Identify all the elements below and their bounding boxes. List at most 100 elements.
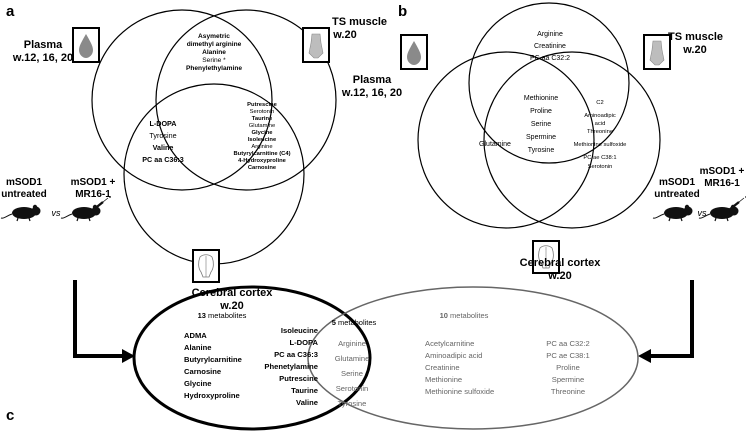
- panel-a: a Plasma w.12, 16, 20 TS muscle w.20 Cer…: [0, 3, 387, 312]
- panel-b-center-item: Spermine: [526, 134, 556, 141]
- panel-b-center-item: Serine: [531, 121, 551, 128]
- panel-c-left-item: Hydroxyproline: [184, 391, 240, 400]
- panel-b-letter: b: [398, 3, 407, 20]
- panel-c-left-col2: Isoleucine L-DOPA PC aa C36:3 Phenetylam…: [264, 326, 318, 407]
- panel-c-left-item: Taurine: [291, 386, 318, 395]
- panel-c-left-item: Glycine: [184, 379, 211, 388]
- panel-b-center-item: Methionine: [524, 95, 558, 102]
- panel-b-plasma-circle: [417, 51, 595, 229]
- panel-c-right-item: Acetylcarnitine: [425, 339, 474, 348]
- panel-c-right-item: Methionine: [425, 375, 462, 384]
- panel-b-untreated-label-sub: untreated: [654, 189, 700, 200]
- panel-c-left-item: Phenetylamine: [264, 362, 318, 371]
- panel-c-letter: c: [6, 407, 14, 424]
- panel-b-top-item: PC aa C32:2: [530, 55, 570, 62]
- panel-b-top-item: Arginine: [537, 31, 563, 38]
- panel-c: c 13 metabolites ADMA Alanine Butyrylcar…: [6, 285, 639, 431]
- panel-a-center-item: Isoleucine: [248, 137, 277, 143]
- panel-c-right-item: Methionine sulfoxide: [425, 387, 494, 396]
- panel-a-plasma-ts-item: Phenylethylamine: [186, 65, 242, 72]
- panel-b-muscle-icon: [643, 34, 671, 70]
- panel-a-treated-label-sub: MR16-1: [75, 189, 111, 200]
- panel-a-brain-icon: [192, 249, 220, 283]
- panel-c-left-item: ADMA: [184, 331, 207, 340]
- panel-c-left-item: Putrescine: [279, 374, 318, 383]
- panel-c-right-col2: PC aa C32:2 PC ae C38:1 Proline Spermine…: [546, 339, 589, 396]
- panel-a-ts-label: TS muscle: [332, 16, 387, 28]
- panel-b-right-item: Serotonin: [588, 164, 613, 170]
- panel-a-plasma-cortex-item: Valine: [153, 143, 174, 152]
- panel-a-ts-label-sub: w.20: [332, 29, 356, 41]
- panel-a-plasma-circle: [91, 9, 273, 191]
- panel-b-right-item: Methionine sulfoxide: [574, 142, 627, 148]
- panel-b-ts-label: TS muscle: [668, 31, 723, 43]
- panel-b-right-item: C2: [596, 100, 603, 106]
- panel-c-left-item: Alanine: [184, 343, 211, 352]
- panel-b-top-item: Creatinine: [534, 43, 566, 50]
- panel-b-right-item: PC ae C38:1: [583, 155, 616, 161]
- panel-a-center-item: 4-Hydroxyproline: [238, 158, 286, 164]
- panel-c-right-item: Creatinine: [425, 363, 460, 372]
- panel-a-plasma-ts-item: Asymetric: [198, 33, 230, 40]
- panel-a-center-item: Glutamine: [249, 123, 275, 129]
- panel-a-vs: vs: [52, 208, 62, 218]
- panel-c-left-item: Carnosine: [184, 367, 221, 376]
- panel-b-center-list: Methionine Proline Serine Spermine Tyros…: [524, 95, 558, 154]
- panel-a-untreated-label: mSOD1: [6, 177, 43, 188]
- panel-a-center-list: Putrescine Serotonin Taurine Glutamine G…: [233, 102, 290, 171]
- panel-c-right-item: PC aa C32:2: [546, 339, 589, 348]
- panel-b-cortex-label-sub: w.20: [547, 270, 571, 282]
- panel-c-left-count: 13 metabolites: [198, 311, 247, 320]
- panel-c-left-item: Valine: [296, 398, 318, 407]
- panel-c-right-item: Spermine: [552, 375, 585, 384]
- panel-a-untreated-label-sub: untreated: [1, 189, 47, 200]
- panel-a-center-item: Arginine: [251, 144, 272, 150]
- panel-c-right-ellipse: [307, 286, 639, 430]
- panel-a-letter: a: [6, 3, 15, 20]
- panel-b-plasma-label: Plasma: [353, 74, 392, 86]
- panel-b-treated-label-sub: MR16-1: [704, 178, 740, 189]
- panel-a-treated-label: mSOD1 +: [71, 177, 116, 188]
- panel-a-ts-circle: [155, 9, 337, 191]
- panel-a-plasma-cortex-item: PC aa C36:3: [142, 155, 184, 164]
- panel-b-top-list: Arginine Creatinine PC aa C32:2: [530, 31, 570, 62]
- panel-a-plasma-ts-item: Serine *: [202, 57, 226, 64]
- panel-b-untreated-label: mSOD1: [659, 177, 696, 188]
- panel-a-center-item: Serotonin: [250, 109, 275, 115]
- panel-a-cortex-label-sub: w.20: [219, 300, 243, 312]
- panel-c-mid-list: Arginine Glutamine Serine Serotonin Tyro…: [335, 339, 370, 408]
- panel-c-mid-item: Serotonin: [336, 384, 369, 393]
- panel-a-plasma-ts-item: Alanine: [202, 49, 226, 56]
- panel-b-plasma-icon: [400, 34, 428, 70]
- panel-a-plasma-label: Plasma: [24, 39, 63, 51]
- panel-c-mid-item: Tyrosine: [338, 399, 367, 408]
- panel-b-ts-circle: [468, 2, 630, 164]
- panel-b-right-item: Aminoadipic: [584, 113, 616, 119]
- panel-b-right-list: C2 Aminoadipic acid Threonine Methionine…: [574, 100, 627, 170]
- panel-c-right-count: 10 metabolites: [440, 311, 489, 320]
- panel-c-left-item: Butyrylcarnitine: [184, 355, 242, 364]
- panel-b-right-item: Threonine: [587, 129, 613, 135]
- panel-c-mid-item: Glutamine: [335, 354, 370, 363]
- left-arrow: [73, 280, 135, 363]
- panel-a-plasma-cortex-item: Tyrosine: [149, 131, 176, 140]
- panel-c-mid-item: Serine: [341, 369, 363, 378]
- panel-c-left-item: PC aa C36:3: [274, 350, 318, 359]
- panel-b-center-item: Proline: [530, 108, 552, 115]
- panel-c-right-item: Threonine: [551, 387, 585, 396]
- panel-b-right-item: acid: [595, 121, 606, 127]
- panel-a-center-item: Carnosine: [248, 165, 277, 171]
- panel-c-left-col1: ADMA Alanine Butyrylcarnitine Carnosine …: [184, 331, 242, 400]
- panel-b-cortex-label: Cerebral cortex: [520, 257, 602, 269]
- panel-b-glutamine: Glutamine: [479, 141, 511, 148]
- panel-b-cortex-circle: [483, 51, 661, 229]
- panel-a-plasma-ts-item: dimethyl arginine: [187, 41, 242, 48]
- panel-a-plasma-cortex-item: L-DOPA: [149, 119, 176, 128]
- panel-b-plasma-label-sub: w.12, 16, 20: [341, 87, 402, 99]
- panel-c-left-ellipse: [132, 285, 372, 431]
- panel-b-vs: vs: [698, 208, 708, 218]
- panel-a-center-item: Taurine: [252, 116, 273, 122]
- panel-a-plasma-ts-list: Asymetric dimethyl arginine Alanine Seri…: [186, 33, 242, 72]
- panel-a-untreated-mouse-icon: [0, 204, 42, 222]
